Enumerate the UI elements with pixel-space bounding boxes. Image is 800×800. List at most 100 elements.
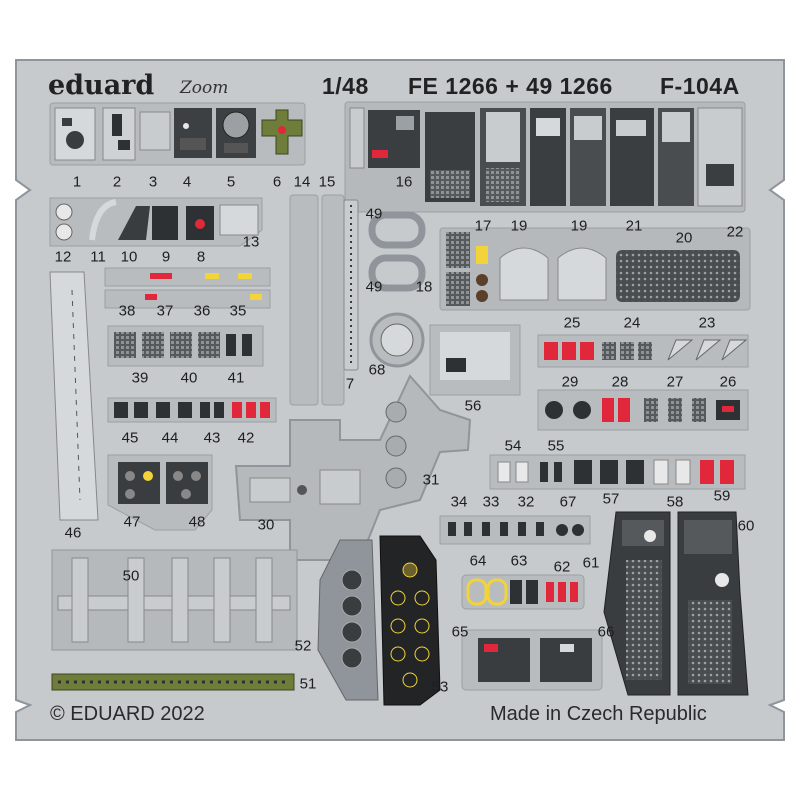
parts-39-41 <box>107 325 264 367</box>
parts-52-53 <box>317 535 441 706</box>
part-number: 64 <box>469 552 487 570</box>
parts-35-38 <box>104 267 271 309</box>
parts-47-48 <box>107 454 213 531</box>
part-number: 32 <box>517 493 535 511</box>
part-number: 51 <box>299 675 317 693</box>
part-number: 53 <box>431 678 449 696</box>
part-number: 13 <box>242 233 260 251</box>
part-number: 19 <box>570 217 588 235</box>
part-number: 46 <box>64 524 82 542</box>
parts-23-29 <box>537 334 749 431</box>
part-number: 14 <box>293 173 311 191</box>
part-50 <box>51 549 298 651</box>
part-number: 25 <box>563 314 581 332</box>
part-number: 20 <box>675 229 693 247</box>
part-46 <box>49 271 99 521</box>
part-number: 68 <box>368 361 386 379</box>
part-number: 15 <box>318 173 336 191</box>
parts-14-15-7 <box>289 194 359 406</box>
part-number: 16 <box>395 173 413 191</box>
part-number: 1 <box>72 173 82 191</box>
part-number: 63 <box>510 552 528 570</box>
parts-17-20 <box>439 227 751 311</box>
part-number: 67 <box>559 493 577 511</box>
part-number: 24 <box>623 314 641 332</box>
part-number: 55 <box>547 437 565 455</box>
part-number: 35 <box>229 302 247 320</box>
part-number: 37 <box>156 302 174 320</box>
part-number: 6 <box>272 173 282 191</box>
zoom-logo: Zoom <box>180 78 229 98</box>
part-number: 66 <box>597 623 615 641</box>
part-51 <box>51 673 295 691</box>
part-number: 59 <box>713 487 731 505</box>
origin-text: Made in Czech Republic <box>490 703 707 725</box>
part-number: 26 <box>719 373 737 391</box>
part-56 <box>429 324 521 396</box>
part-number: 45 <box>121 429 139 447</box>
part-number: 34 <box>450 493 468 511</box>
part-number: 29 <box>561 373 579 391</box>
part-number: 43 <box>203 429 221 447</box>
copyright-text: © EDUARD 2022 <box>50 703 205 725</box>
part-number: 49 <box>365 278 383 296</box>
part-number: 19 <box>510 217 528 235</box>
part-number: 11 <box>90 248 106 266</box>
part-number: 33 <box>482 493 500 511</box>
scale-label: 1/48 <box>322 73 369 99</box>
product-code: FE 1266 + 49 1266 <box>408 73 613 99</box>
part-number: 27 <box>666 373 684 391</box>
part-number: 38 <box>118 302 136 320</box>
part-number: 12 <box>54 248 72 266</box>
part-number: 40 <box>180 369 198 387</box>
parts-49 <box>368 211 426 292</box>
part-number: 21 <box>625 217 643 235</box>
part-number: 41 <box>227 369 245 387</box>
part-number: 30 <box>257 516 275 534</box>
parts-62-64 <box>461 574 585 610</box>
part-number: 52 <box>294 637 312 655</box>
part-number: 7 <box>345 375 355 393</box>
part-number: 39 <box>131 369 149 387</box>
parts-65-66 <box>461 629 603 691</box>
part-number: 23 <box>698 314 716 332</box>
part-number: 50 <box>122 567 140 585</box>
part-number: 42 <box>237 429 255 447</box>
parts-1-6 <box>49 102 306 166</box>
part-number: 47 <box>123 513 141 531</box>
part-number: 2 <box>112 173 122 191</box>
part-number: 22 <box>726 223 744 241</box>
part-number: 3 <box>148 173 158 191</box>
parts-32-34 <box>439 515 591 545</box>
parts-16-22 <box>344 101 746 213</box>
part-number: 65 <box>451 623 469 641</box>
parts-42-45 <box>107 397 277 423</box>
part-number: 61 <box>582 554 600 572</box>
part-number: 60 <box>737 517 755 535</box>
part-number: 9 <box>161 248 171 266</box>
part-number: 18 <box>415 278 433 296</box>
part-number: 48 <box>188 513 206 531</box>
part-number: 4 <box>182 173 192 191</box>
part-number: 10 <box>120 248 138 266</box>
part-68 <box>369 312 425 368</box>
parts-30-31 <box>234 374 472 561</box>
part-number: 54 <box>504 437 522 455</box>
part-number: 62 <box>553 558 571 576</box>
part-number: 36 <box>193 302 211 320</box>
brand-logo: eduard <box>48 70 155 101</box>
parts-8-13 <box>49 197 263 247</box>
part-number: 58 <box>666 493 684 511</box>
part-number: 44 <box>161 429 179 447</box>
part-number: 5 <box>226 173 236 191</box>
model-name: F-104A <box>660 73 740 99</box>
parts-60-61 <box>603 511 749 696</box>
part-number: 8 <box>196 248 206 266</box>
part-number: 57 <box>602 490 620 508</box>
part-number: 56 <box>464 397 482 415</box>
part-number: 49 <box>365 205 383 223</box>
parts-54-59 <box>489 454 746 490</box>
part-number: 31 <box>422 471 440 489</box>
part-number: 17 <box>474 217 492 235</box>
